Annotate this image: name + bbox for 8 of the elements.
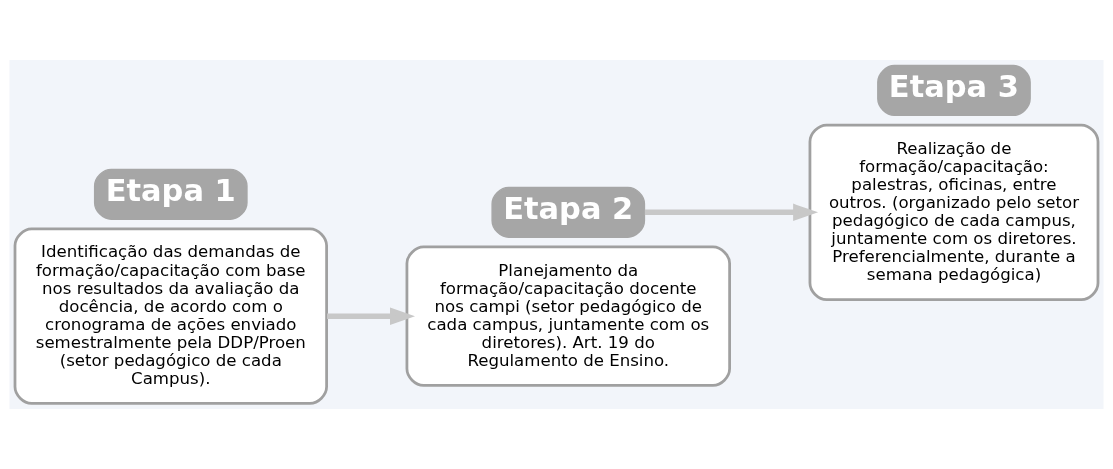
arrow	[327, 307, 415, 325]
node-box: Realização de formação/capacitação: palestras, oficinas, entre outros. (organizado pelo setor pedagógico de cada campus, juntamente com os diretores. Preferencialmente, durante a semana pedagógica)	[808, 123, 1100, 301]
node-box: Etapa 2	[491, 186, 646, 238]
node-box: Etapa 1	[93, 168, 248, 220]
node-box: Identificação das demandas de formação/capacitação com base nos resultados da avaliação da docência, de acordo com o cronograma de ações enviado semestralmente pela DDP/Proen (setor pedagógico de cada Campus).	[13, 227, 328, 405]
node-box: Planejamento da formação/capacitação docente nos campi (setor pedagógico de cada campus, juntamente com os diretores). Art. 19 do Regulamento de Ensino.	[405, 245, 731, 387]
arrow	[644, 203, 819, 222]
node-box: Etapa 3	[877, 64, 1031, 117]
